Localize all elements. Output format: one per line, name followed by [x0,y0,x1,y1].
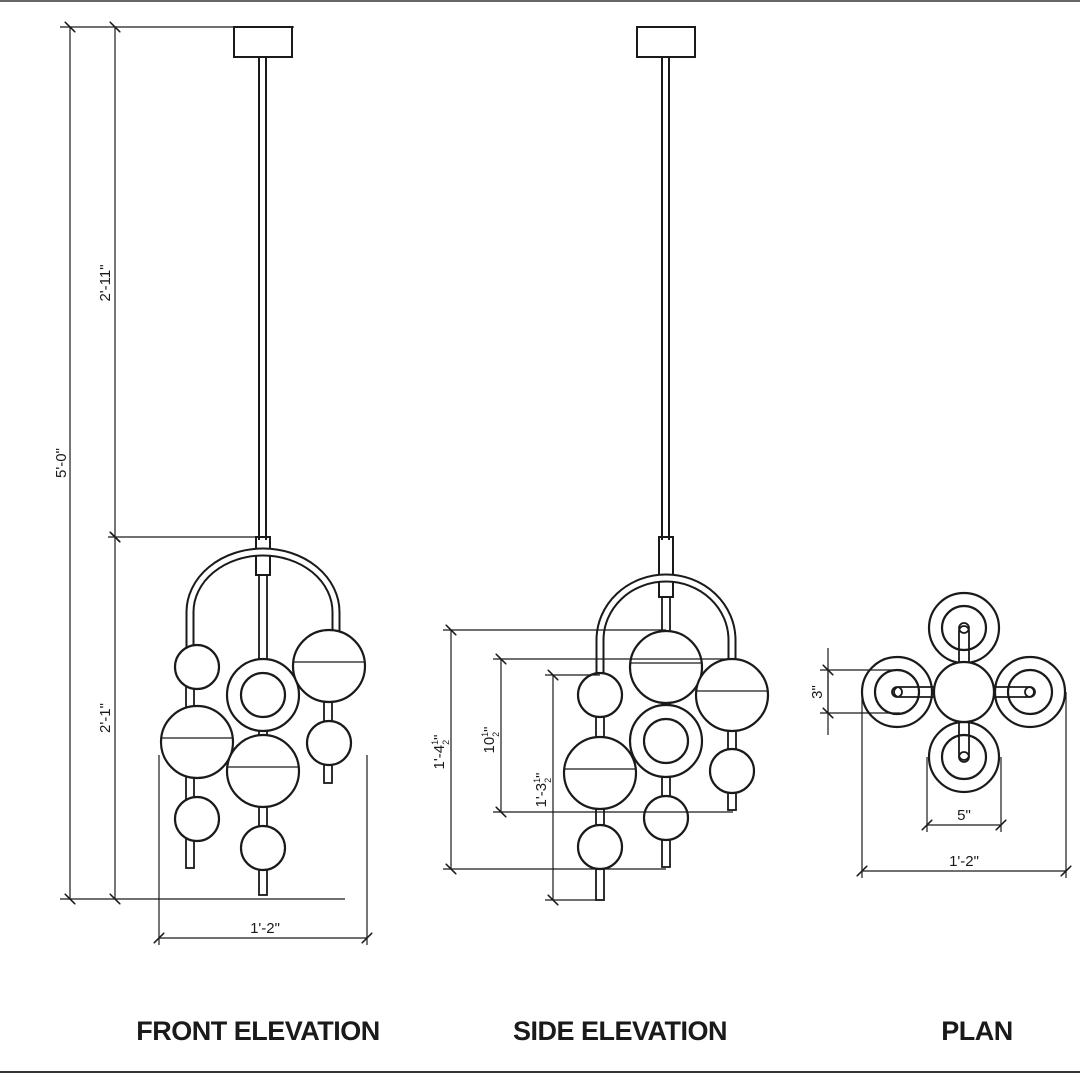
plan-view: 3" 5" 1'-2" PLAN [809,591,1067,1046]
side-middle-height-label: 1012" [480,726,501,753]
plan-title: PLAN [941,1016,1013,1046]
front-body-height-label: 2'-1" [97,703,114,733]
side-elevation: 1'-412" 1012" 1'-312" SIDE ELEVATION [430,26,770,1046]
front-fixture [159,26,367,896]
plan-width-label: 1'-2" [949,853,979,870]
front-elevation-title: FRONT ELEVATION [136,1016,380,1046]
front-dimensions: 5'-0" 2'-11" 2'-1" 1'-2" [53,27,367,945]
side-elevation-title: SIDE ELEVATION [513,1016,727,1046]
side-fixture [562,26,770,901]
side-dimensions: 1'-412" 1012" 1'-312" [430,630,733,900]
front-overall-height-label: 5'-0" [53,448,70,478]
plan-dimensions: 3" 5" 1'-2" [809,648,1066,878]
side-inner-height-label: 1'-312" [532,773,553,808]
front-width-label: 1'-2" [250,920,280,937]
plan-fixture [860,591,1067,794]
front-stem-height-label: 2'-11" [97,264,114,301]
plan-globe-dia-label: 3" [809,685,826,699]
side-body-height-label: 1'-412" [430,735,451,770]
plan-arm-spacing-label: 5" [957,807,971,824]
front-elevation: 5'-0" 2'-11" 2'-1" 1'-2" FRONT ELEVATION [53,27,380,1046]
